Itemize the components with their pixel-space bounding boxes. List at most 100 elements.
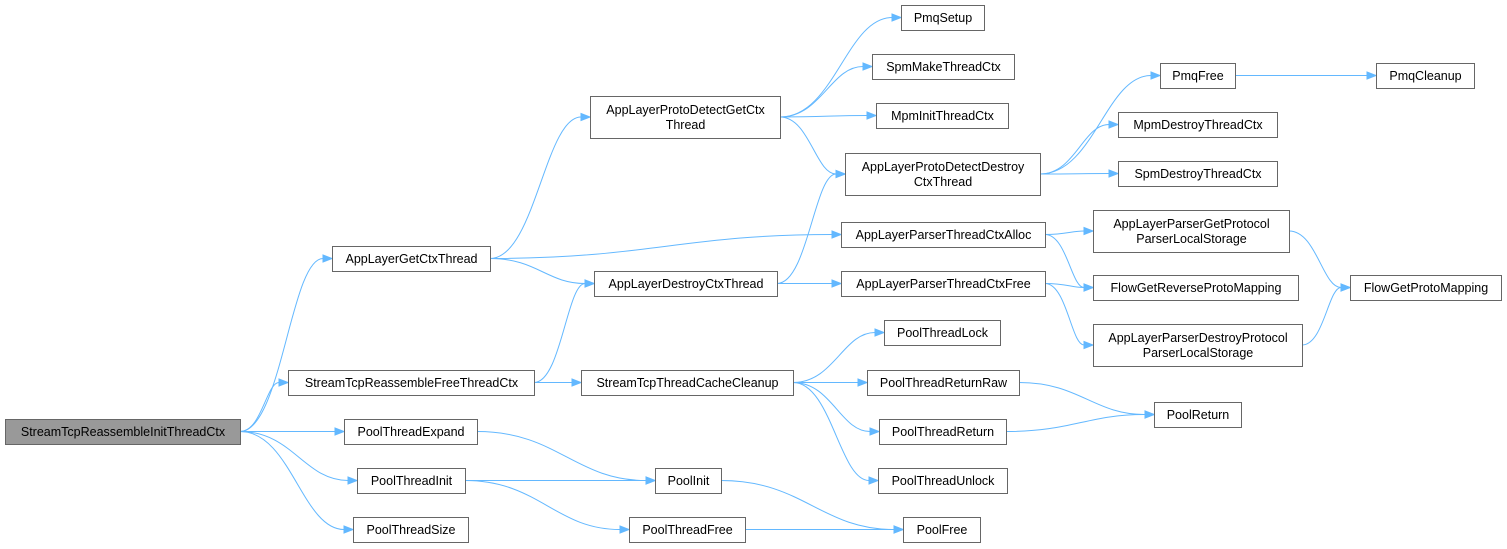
arrowhead-icon	[322, 254, 334, 263]
edge-parserAlloc-to-flowGetRev	[1044, 234, 1085, 288]
function-node-mpmInit[interactable]: MpmInitThreadCtx	[876, 103, 1009, 129]
function-node-poolReturnRaw[interactable]: PoolThreadReturnRaw	[867, 370, 1020, 396]
call-edges	[239, 13, 1378, 534]
node-box	[344, 419, 478, 445]
edge-root-to-appGetCtx	[239, 258, 324, 432]
node-box	[901, 5, 985, 31]
arrowhead-icon	[1108, 120, 1120, 129]
node-box	[581, 370, 794, 396]
node-label: AppLayerProtoDetectGetCtx	[606, 103, 765, 117]
function-node-poolThreadInit[interactable]: PoolThreadInit	[357, 468, 466, 494]
node-label: PmqFree	[1172, 69, 1223, 83]
arrowhead-icon	[1083, 340, 1095, 350]
edge-destroyLocalStorage-to-flowGetProto	[1301, 287, 1342, 346]
function-node-freeThreadCtx[interactable]: StreamTcpReassembleFreeThreadCtx	[288, 370, 535, 396]
node-label: AppLayerGetCtxThread	[345, 252, 477, 266]
edge-protoDetectGet-to-protoDetectDestroy	[779, 116, 837, 175]
arrowhead-icon	[891, 13, 903, 22]
function-node-root[interactable]: StreamTcpReassembleInitThreadCtx	[5, 419, 241, 445]
function-node-getLocalStorage[interactable]: AppLayerParserGetProtocolParserLocalStor…	[1093, 210, 1290, 253]
edge-poolThreadInit-to-poolThreadFree	[464, 480, 621, 530]
node-box	[594, 271, 778, 297]
node-label: PoolThreadSize	[367, 523, 456, 537]
node-label: CtxThread	[914, 175, 972, 189]
function-node-parserAlloc[interactable]: AppLayerParserThreadCtxAlloc	[841, 222, 1046, 248]
node-box	[629, 517, 746, 543]
function-node-pmqCleanup[interactable]: PmqCleanup	[1376, 63, 1475, 89]
call-nodes: StreamTcpReassembleInitThreadCtx AppLayer…	[5, 5, 1502, 543]
function-node-spmMake[interactable]: SpmMakeThreadCtx	[872, 54, 1015, 80]
arrowhead-icon	[862, 62, 874, 71]
node-label: ParserLocalStorage	[1143, 346, 1254, 360]
arrowhead-icon	[831, 230, 843, 239]
edge-parserFree-to-destroyLocalStorage	[1044, 283, 1085, 346]
arrowhead-icon	[1083, 283, 1095, 292]
function-node-mpmDestroy[interactable]: MpmDestroyThreadCtx	[1118, 112, 1278, 138]
node-box	[1154, 402, 1242, 428]
node-box	[590, 96, 781, 139]
node-box	[1376, 63, 1475, 89]
node-box	[1118, 112, 1278, 138]
function-node-destroyLocalStorage[interactable]: AppLayerParserDestroyProtocolParserLocal…	[1093, 324, 1303, 367]
arrowhead-icon	[1150, 71, 1162, 80]
node-box	[867, 370, 1020, 396]
function-node-poolThreadFree[interactable]: PoolThreadFree	[629, 517, 746, 543]
arrowhead-icon	[1366, 71, 1378, 80]
function-node-pmqSetup[interactable]: PmqSetup	[901, 5, 985, 31]
node-box	[841, 222, 1046, 248]
node-label: PoolReturn	[1167, 408, 1230, 422]
edge-cacheCleanup-to-poolLock	[792, 332, 876, 383]
function-node-poolThreadReturn[interactable]: PoolThreadReturn	[879, 419, 1007, 445]
function-node-poolLock[interactable]: PoolThreadLock	[884, 320, 1001, 346]
function-node-poolReturn[interactable]: PoolReturn	[1154, 402, 1242, 428]
edge-appGetCtx-to-protoDetectGet	[489, 116, 582, 259]
function-node-cacheCleanup[interactable]: StreamTcpThreadCacheCleanup	[581, 370, 794, 396]
node-label: AppLayerParserDestroyProtocol	[1108, 331, 1287, 345]
node-box	[5, 419, 241, 445]
node-box	[1350, 275, 1502, 301]
node-label: AppLayerDestroyCtxThread	[609, 277, 764, 291]
function-node-poolUnlock[interactable]: PoolThreadUnlock	[878, 468, 1008, 494]
node-box	[879, 419, 1007, 445]
arrowhead-icon	[1340, 283, 1352, 292]
node-label: StreamTcpReassembleFreeThreadCtx	[305, 376, 519, 390]
arrowhead-icon	[584, 279, 596, 288]
function-node-spmDestroy[interactable]: SpmDestroyThreadCtx	[1118, 161, 1278, 187]
function-node-destroyCtx[interactable]: AppLayerDestroyCtxThread	[594, 271, 778, 297]
edge-cacheCleanup-to-poolUnlock	[792, 382, 870, 481]
edge-parserAlloc-to-getLocalStorage	[1044, 230, 1085, 235]
edge-protoDetectGet-to-spmMake	[779, 66, 864, 118]
edge-destroyCtx-to-protoDetectDestroy	[776, 173, 837, 284]
function-node-poolExpand[interactable]: PoolThreadExpand	[344, 419, 478, 445]
node-label: FlowGetReverseProtoMapping	[1111, 281, 1282, 295]
edge-freeThreadCtx-to-destroyCtx	[533, 283, 586, 383]
node-label: StreamTcpReassembleInitThreadCtx	[21, 425, 226, 439]
node-label: ParserLocalStorage	[1136, 232, 1247, 246]
node-box	[353, 517, 469, 543]
function-node-appGetCtx[interactable]: AppLayerGetCtxThread	[332, 246, 491, 272]
edge-poolInit-to-poolFree	[720, 480, 895, 530]
function-node-pmqFree[interactable]: PmqFree	[1160, 63, 1236, 89]
arrowhead-icon	[857, 378, 869, 387]
function-node-flowGetProto[interactable]: FlowGetProtoMapping	[1350, 275, 1502, 301]
function-node-poolFree[interactable]: PoolFree	[903, 517, 981, 543]
function-node-parserFree[interactable]: AppLayerParserThreadCtxFree	[841, 271, 1046, 297]
node-label: PoolThreadExpand	[357, 425, 464, 439]
node-box	[841, 271, 1046, 297]
arrowhead-icon	[347, 476, 359, 485]
node-box	[1093, 324, 1303, 367]
edge-cacheCleanup-to-poolThreadReturn	[792, 382, 871, 432]
node-label: PmqCleanup	[1389, 69, 1461, 83]
arrowhead-icon	[869, 427, 881, 436]
node-label: Thread	[666, 118, 706, 132]
edge-protoDetectDestroy-to-pmqFree	[1039, 75, 1152, 175]
arrowhead-icon	[831, 279, 843, 288]
edge-protoDetectGet-to-mpmInit	[779, 115, 868, 118]
arrowhead-icon	[866, 111, 878, 120]
function-node-poolThreadSize[interactable]: PoolThreadSize	[353, 517, 469, 543]
function-node-flowGetRev[interactable]: FlowGetReverseProtoMapping	[1093, 275, 1299, 301]
node-label: PoolThreadFree	[642, 523, 732, 537]
function-node-poolInit[interactable]: PoolInit	[655, 468, 722, 494]
